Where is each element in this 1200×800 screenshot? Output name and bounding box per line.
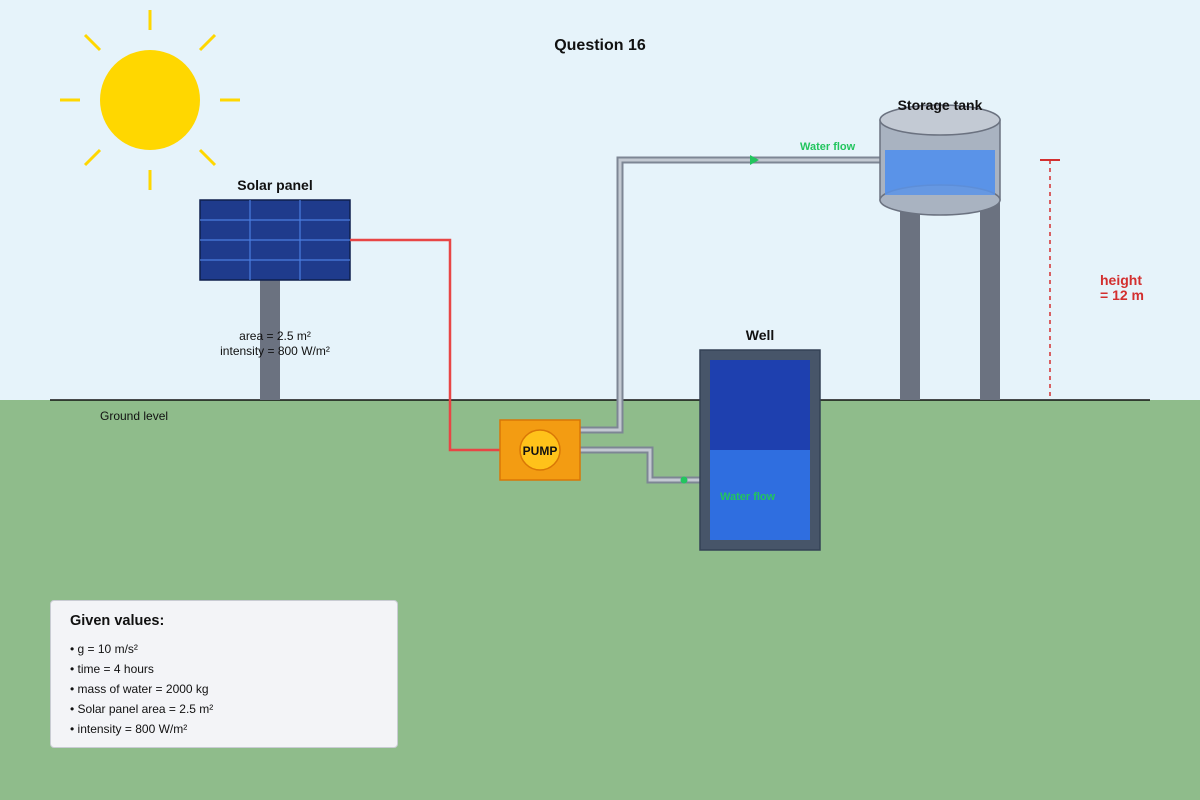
pump-icon — [519, 429, 561, 471]
well — [699, 349, 821, 551]
height-label-line1: height — [1100, 272, 1142, 288]
water-flow-label-upper: Water flow — [800, 141, 856, 153]
water-flow-label-lower: Water flow — [720, 491, 776, 503]
ground-level-label: Ground level — [100, 409, 168, 423]
flow-dot-icon — [680, 476, 688, 484]
solar-panel-area: area = 2.5 m² — [239, 329, 311, 343]
solar-panel — [199, 199, 351, 281]
height-label-line2: = 12 m — [1100, 287, 1144, 303]
page-title: Question 16 — [554, 37, 646, 54]
given-item-time: • time = 4 hours — [70, 662, 154, 676]
sun-icon — [60, 10, 240, 190]
power-wire — [350, 238, 500, 452]
solar-panel-intensity: intensity = 800 W/m² — [220, 344, 330, 358]
given-item-area: • Solar panel area = 2.5 m² — [70, 702, 214, 716]
given-item-intensity: • intensity = 800 W/m² — [70, 722, 188, 736]
inlet-pipe — [580, 446, 700, 484]
given-values-title: Given values: — [70, 613, 165, 629]
pump — [499, 419, 581, 481]
solar-panel-pole — [260, 280, 280, 400]
tank-leg-right — [980, 200, 1000, 400]
solar-panel-label: Solar panel — [237, 177, 312, 193]
flow-arrow-icon — [750, 155, 759, 165]
pump-label: PUMP — [523, 444, 558, 458]
storage-tank-label: Storage tank — [898, 97, 983, 113]
given-values-box: Given values: • g = 10 m/s² • time = 4 h… — [50, 600, 398, 748]
given-item-g: • g = 10 m/s² — [70, 642, 138, 656]
height-label: height = 12 m — [1100, 272, 1146, 303]
tank-leg-left — [900, 200, 920, 400]
well-label: Well — [746, 327, 775, 343]
storage-tank — [879, 104, 1001, 216]
given-item-mass: • mass of water = 2000 kg — [70, 682, 209, 696]
